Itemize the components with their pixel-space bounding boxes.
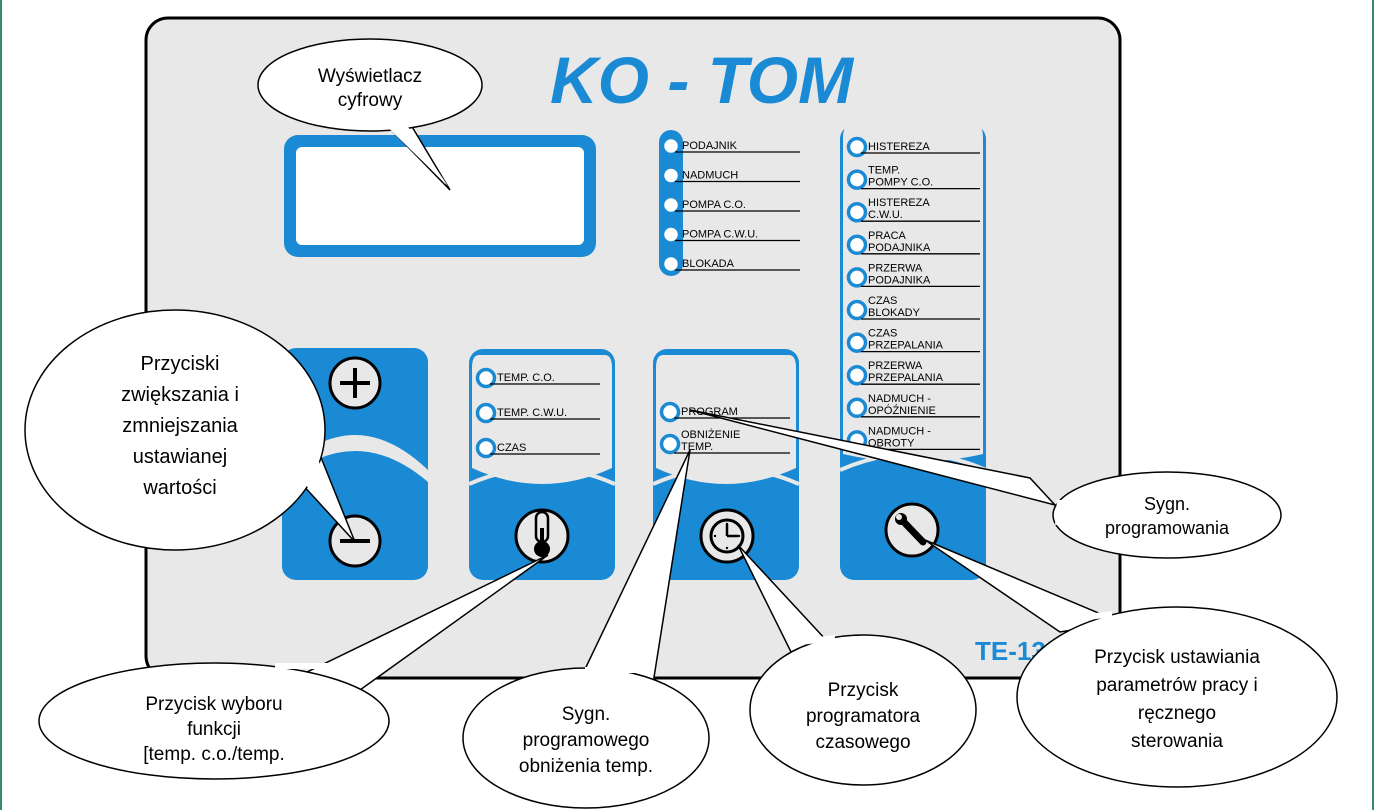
callout-text: czasowego bbox=[815, 732, 910, 753]
callout-text: obniżenia temp. bbox=[519, 756, 653, 777]
wrench-icon bbox=[895, 513, 927, 546]
led-label: PODAJNIKA bbox=[868, 242, 931, 254]
led-indicator: PROGRAM bbox=[659, 401, 790, 423]
led-label: PODAJNIKA bbox=[868, 274, 931, 286]
led-label: POMPA C.O. bbox=[682, 199, 746, 211]
led-label: PRZEPALANIA bbox=[868, 340, 944, 352]
callout-text: programatora bbox=[806, 706, 920, 727]
callout-program-signal: Sygn. programowania bbox=[689, 409, 1282, 559]
led-label: POMPY C.O. bbox=[868, 177, 933, 189]
callout-timer-button: Przycisk programatora czasowego bbox=[737, 544, 977, 786]
led-label: POMPA C.W.U. bbox=[682, 229, 758, 241]
led-indicator: TEMP.POMPY C.O. bbox=[846, 165, 980, 190]
led-indicator: BLOKADA bbox=[660, 253, 800, 275]
led-indicator: NADMUCH -OBROTY bbox=[846, 425, 980, 451]
led-indicator: CZAS bbox=[475, 437, 600, 459]
led-indicator: TEMP. C.W.U. bbox=[475, 402, 600, 424]
function-led-group: TEMP. C.O. TEMP. C.W.U. CZAS bbox=[475, 367, 600, 459]
callout-plus-minus: Przyciski zwiększania i zmniejszania ustawi… bbox=[24, 309, 356, 551]
callout-text: funkcji bbox=[187, 719, 241, 740]
led-label: HISTEREZA bbox=[868, 141, 930, 153]
brand-logo: KO - TOM bbox=[550, 43, 855, 117]
led-label: TEMP. bbox=[868, 165, 900, 177]
led-indicator: POMPA C.O. bbox=[660, 194, 800, 216]
function-button[interactable] bbox=[514, 508, 570, 564]
led-label: C.W.U. bbox=[868, 209, 903, 221]
led-label: NADMUCH - bbox=[868, 425, 931, 437]
right-frame-line bbox=[1372, 0, 1374, 810]
callout-text: zmniejszania bbox=[122, 415, 238, 437]
led-label: OPÓŹNIENIE bbox=[868, 404, 936, 417]
callout-text: Przycisk bbox=[828, 680, 899, 701]
callout-text: Sygn. bbox=[1144, 494, 1190, 514]
led-indicator: NADMUCH -OPÓŹNIENIE bbox=[846, 393, 980, 419]
led-indicator: POMPA C.W.U. bbox=[660, 224, 800, 245]
callout-text: cyfrowy bbox=[338, 90, 403, 111]
callout-text: zwiększania i bbox=[121, 384, 239, 406]
callout-text: programowania bbox=[1105, 518, 1230, 538]
led-label: OBNIŻENIE bbox=[681, 428, 740, 441]
led-label: CZAS bbox=[497, 442, 526, 454]
plus-button[interactable] bbox=[328, 356, 382, 410]
thermometer-icon bbox=[534, 510, 550, 557]
callout-text: Przycisk ustawiania bbox=[1094, 647, 1260, 668]
callout-text: ustawianej bbox=[133, 446, 228, 468]
led-label: PODAJNIK bbox=[682, 140, 738, 152]
digital-display bbox=[296, 147, 584, 245]
callout-text: parametrów pracy i bbox=[1096, 675, 1258, 696]
led-label: TEMP. C.O. bbox=[497, 372, 555, 384]
led-label: PRZERWA bbox=[868, 360, 923, 372]
callout-settings-button: Przycisk ustawiania parametrów pracy i ręc… bbox=[924, 539, 1338, 788]
callout-text: Wyświetlacz bbox=[318, 66, 422, 87]
led-label: TEMP. bbox=[681, 441, 713, 453]
callout-text: sterowania bbox=[1131, 731, 1223, 752]
settings-button[interactable] bbox=[884, 502, 940, 558]
led-label: CZAS bbox=[868, 328, 897, 340]
led-label: NADMUCH bbox=[682, 170, 738, 182]
led-label: CZAS bbox=[868, 295, 897, 307]
led-indicator: TEMP. C.O. bbox=[475, 367, 600, 389]
left-frame-line bbox=[0, 0, 2, 810]
led-label: HISTEREZA bbox=[868, 197, 930, 209]
led-label: PRZERWA bbox=[868, 262, 923, 274]
led-label: PROGRAM bbox=[681, 406, 738, 418]
led-label: BLOKADA bbox=[682, 258, 735, 270]
callout-function-button: Przycisk wyboru funkcji [temp. c.o./temp. bbox=[38, 554, 549, 780]
callout-text: wartości bbox=[142, 477, 216, 499]
callout-text: [temp. c.o./temp. bbox=[143, 744, 285, 765]
led-label: NADMUCH - bbox=[868, 393, 931, 405]
led-label: TEMP. C.W.U. bbox=[497, 407, 567, 419]
clock-icon bbox=[709, 518, 745, 554]
status-led-group: PODAJNIK NADMUCH POMPA C.O. POMPA C.W.U. BLO… bbox=[660, 135, 800, 275]
callout-text: Przyciski bbox=[141, 353, 220, 375]
callout-text: ręcznego bbox=[1138, 703, 1216, 724]
led-indicator: NADMUCH bbox=[660, 165, 800, 186]
callout-lowering-signal: Sygn. programowego obniżenia temp. bbox=[462, 449, 710, 809]
led-label: PRZEPALANIA bbox=[868, 372, 944, 384]
led-label: BLOKADY bbox=[868, 307, 921, 319]
led-label: OBROTY bbox=[868, 437, 915, 449]
led-indicator: HISTEREZA bbox=[846, 136, 980, 158]
callout-text: Przycisk wyboru bbox=[145, 694, 282, 715]
callout-text: Sygn. bbox=[562, 704, 611, 725]
led-indicator: PODAJNIK bbox=[660, 135, 800, 157]
led-label: PRACA bbox=[868, 230, 907, 242]
callout-text: programowego bbox=[523, 730, 650, 751]
callout-display: Wyświetlacz cyfrowy bbox=[257, 38, 483, 191]
